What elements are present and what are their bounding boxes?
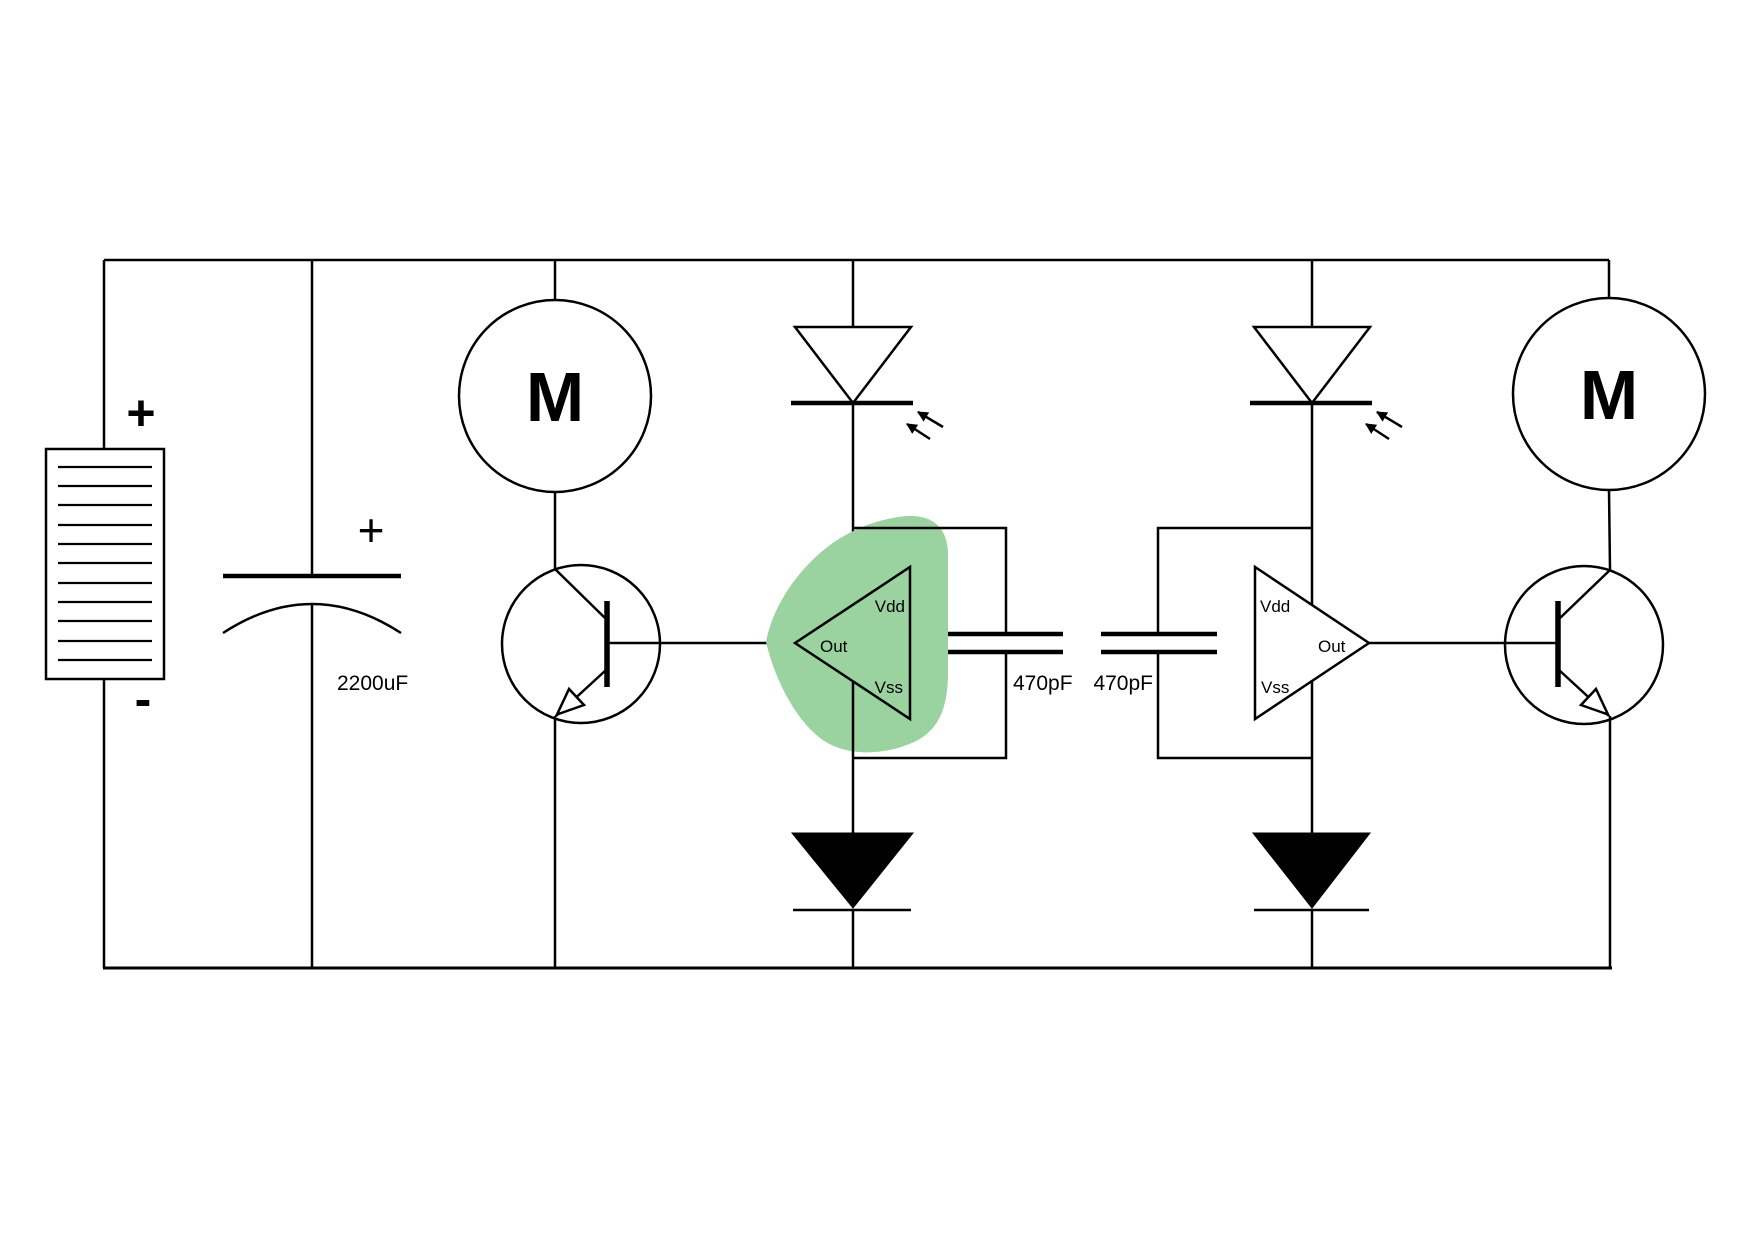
right-photodiode-triangle xyxy=(1251,325,1373,406)
right-inverter-vss-label: Vss xyxy=(1261,678,1289,697)
left-transistor-collector xyxy=(554,568,606,619)
right-diode xyxy=(1251,832,1372,912)
left-inverter-vss-label: Vss xyxy=(875,678,903,697)
solar-panel-plus-label: + xyxy=(126,385,155,441)
left-photodiode xyxy=(791,325,944,441)
left-inverter-vdd-label: Vdd xyxy=(875,597,905,616)
right-transistor-collector xyxy=(1559,569,1611,619)
left-inverter-out-label: Out xyxy=(820,637,848,656)
right-timing-capacitor: 470pF xyxy=(1093,526,1312,760)
storage-cap-plus-label: + xyxy=(358,504,385,556)
right-timing-cap-value-label: 470pF xyxy=(1093,672,1153,695)
right-timing-cap-bottom-wire xyxy=(1156,652,1312,760)
right-inverter-vdd-label: Vdd xyxy=(1260,597,1290,616)
solar-panel-branch: + - xyxy=(44,260,166,968)
solar-panel-cells xyxy=(58,465,152,662)
left-sensor-branch: Vdd Out Vss 470pF xyxy=(766,260,1073,968)
inverter-highlight xyxy=(766,515,948,753)
left-diode-triangle xyxy=(790,832,915,909)
left-timing-capacitor: 470pF xyxy=(853,526,1073,760)
right-transistor-emitter-arrow xyxy=(1578,686,1611,717)
right-motor-to-transistor-wire xyxy=(1607,489,1612,571)
left-timing-cap-bottom-wire xyxy=(853,652,1008,760)
right-photodiode xyxy=(1250,325,1403,441)
left-timing-cap-value-label: 470pF xyxy=(1013,672,1073,695)
right-timing-cap-top-wire xyxy=(1156,526,1312,634)
right-sensor-branch: Vdd Out Vss 470pF xyxy=(1093,260,1403,968)
right-transistor-body xyxy=(1503,564,1665,726)
left-motor-branch: M xyxy=(457,260,795,968)
left-motor-label: M xyxy=(526,358,584,436)
right-motor-branch: M xyxy=(1369,260,1707,968)
left-inverter: Vdd Out Vss xyxy=(792,564,912,722)
solar-panel-minus-label: - xyxy=(135,671,152,727)
left-photodiode-light-arrows xyxy=(906,410,944,441)
right-photodiode-light-arrows xyxy=(1365,410,1403,441)
storage-capacitor-branch: + 2200uF xyxy=(222,260,408,968)
left-diode xyxy=(790,832,915,912)
left-transistor-emitter-arrow xyxy=(554,686,587,717)
right-diode-triangle xyxy=(1251,832,1372,909)
left-photodiode-triangle xyxy=(792,325,914,406)
right-transistor xyxy=(1369,564,1665,726)
right-motor-label: M xyxy=(1580,356,1638,434)
left-transistor xyxy=(500,563,795,725)
left-timing-cap-top-wire xyxy=(853,526,1008,634)
storage-cap-value-label: 2200uF xyxy=(337,672,408,695)
right-inverter-out-label: Out xyxy=(1318,637,1346,656)
